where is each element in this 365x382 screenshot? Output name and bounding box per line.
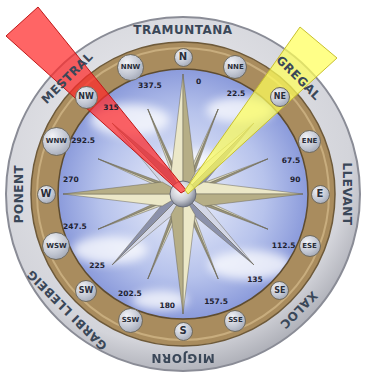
direction-circle: N [174, 48, 193, 67]
direction-circle: S [174, 322, 193, 341]
degree-number: 337.5 [138, 82, 162, 90]
rose-point [112, 194, 183, 265]
degree-number: 180 [159, 302, 175, 310]
direction-circle: NNW [117, 54, 144, 81]
direction-abbrev: WNW [46, 138, 67, 145]
rose-point [183, 194, 195, 314]
direction-abbrev: SSW [122, 317, 140, 324]
degree-number: 157.5 [204, 298, 228, 306]
degree-number: 112.5 [272, 242, 296, 250]
direction-abbrev: N [179, 52, 187, 62]
degree-number: 202.5 [118, 290, 142, 298]
direction-abbrev: ESE [302, 243, 317, 250]
direction-abbrev: NE [274, 93, 286, 101]
rose-point [63, 194, 183, 206]
direction-circle: SSW [118, 308, 143, 333]
direction-abbrev: E [317, 189, 324, 199]
wind-name: LLEVANT [341, 163, 353, 226]
direction-circle: WNW [42, 127, 71, 156]
direction-circle: ESE [299, 235, 321, 257]
wind-name: PONENT [13, 165, 25, 223]
direction-circle: SW [75, 280, 97, 302]
direction-abbrev: NNW [121, 64, 140, 71]
degree-number: 292.5 [71, 137, 95, 145]
wind-name: MIGJORN [151, 352, 215, 364]
degree-number: 0 [196, 78, 201, 86]
degree-number: 225 [89, 262, 105, 270]
direction-circle: NW [75, 86, 98, 109]
direction-abbrev: SE [274, 287, 285, 295]
rose-point [183, 182, 303, 194]
yellow-pointer [185, 27, 337, 194]
direction-circle: E [311, 185, 330, 204]
direction-abbrev: ENE [302, 138, 317, 145]
direction-abbrev: NNE [227, 64, 244, 71]
degree-number: 135 [247, 276, 263, 284]
direction-abbrev: W [40, 189, 51, 199]
direction-abbrev: S [179, 326, 186, 336]
rose-point [183, 194, 254, 265]
rose-point [112, 194, 183, 265]
direction-circle: SSE [224, 310, 246, 332]
wind-name: TRAMUNTANA [133, 24, 232, 36]
rose-point [171, 194, 183, 314]
degree-number: 247.5 [63, 223, 87, 231]
rose-point [183, 194, 303, 206]
direction-abbrev: WSW [46, 243, 66, 250]
degree-number: 22.5 [227, 90, 246, 98]
degree-number: 67.5 [282, 157, 301, 165]
degree-number: 315 [103, 104, 119, 112]
direction-abbrev: NW [78, 93, 94, 101]
direction-abbrev: SW [79, 287, 94, 295]
ring-bevel [37, 48, 329, 340]
rose-point [183, 74, 195, 194]
direction-circle: ENE [298, 130, 321, 153]
rose-point [183, 194, 254, 265]
degree-number: 90 [290, 176, 300, 184]
direction-circle: NE [270, 87, 290, 107]
direction-abbrev: SSE [228, 317, 243, 324]
degree-number: 270 [63, 176, 79, 184]
rose-point [63, 182, 183, 194]
direction-circle: W [37, 185, 56, 204]
